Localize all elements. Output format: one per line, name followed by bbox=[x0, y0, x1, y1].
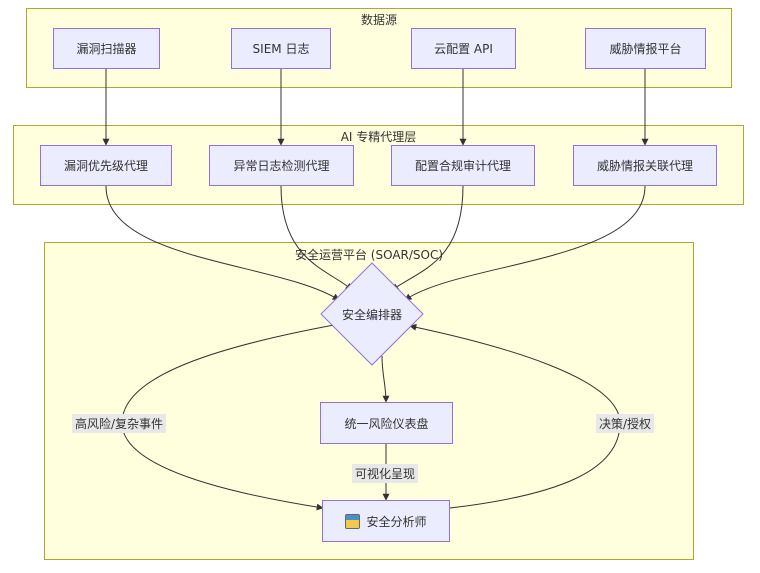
node-anomaly-log-agent[interactable]: 异常日志检测代理 bbox=[209, 145, 354, 186]
orchestrator-diamond[interactable] bbox=[320, 262, 424, 366]
node-risk-dashboard[interactable]: 统一风险仪表盘 bbox=[320, 402, 453, 444]
cluster-title-ai-agents: AI 专精代理层 bbox=[340, 130, 417, 144]
node-threat-intel-platform[interactable]: 威胁情报平台 bbox=[585, 28, 706, 69]
node-cloud-config-api[interactable]: 云配置 API bbox=[411, 28, 516, 69]
node-siem-logs[interactable]: SIEM 日志 bbox=[231, 28, 331, 69]
cluster-title-soc-platform: 安全运营平台 (SOAR/SOC) bbox=[294, 248, 444, 262]
analyst-icon bbox=[345, 513, 361, 529]
cluster-title-data-sources: 数据源 bbox=[360, 13, 397, 27]
edge-label-decision-auth: 决策/授权 bbox=[596, 414, 655, 433]
node-security-analyst[interactable]: 安全分析师 bbox=[322, 500, 450, 542]
node-vuln-scanner[interactable]: 漏洞扫描器 bbox=[53, 28, 160, 69]
edge-label-high-risk-events: 高风险/复杂事件 bbox=[72, 414, 167, 433]
node-vuln-priority-agent[interactable]: 漏洞优先级代理 bbox=[40, 145, 172, 186]
node-config-compliance-agent[interactable]: 配置合规审计代理 bbox=[391, 145, 535, 186]
node-threat-intel-agent[interactable]: 威胁情报关联代理 bbox=[573, 145, 717, 186]
edge-label-visualization: 可视化呈现 bbox=[352, 464, 419, 483]
security-analyst-label: 安全分析师 bbox=[366, 514, 427, 529]
node-security-orchestrator: 安全编排器 bbox=[341, 307, 402, 322]
